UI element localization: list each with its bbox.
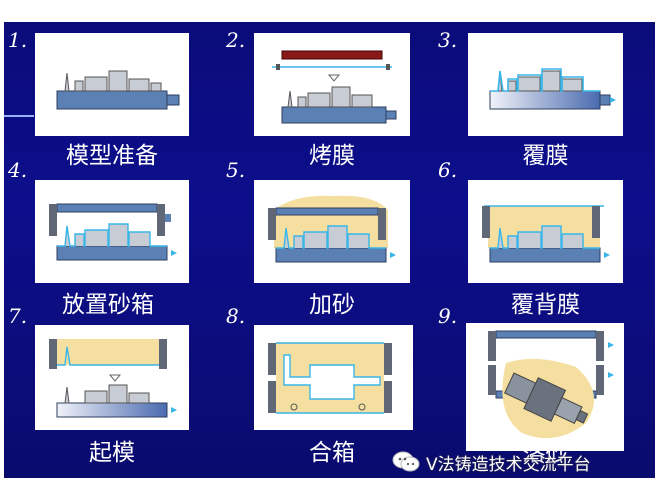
step-3-caption: 覆膜 — [522, 143, 569, 169]
process-slide: 1. 模型准备 2. 烤膜 — [4, 22, 655, 478]
step-5-number: 5. — [226, 158, 246, 182]
step-3-number: 3. — [438, 28, 458, 52]
back-film-diagram — [482, 205, 610, 263]
step-9-caption: 落砂 — [522, 440, 569, 466]
sand-fill-diagram — [268, 195, 396, 263]
step-4-number: 4. — [8, 158, 28, 182]
step-4-illustration — [35, 180, 189, 283]
pattern-strip-diagram — [49, 339, 177, 418]
step-8-number: 8. — [226, 304, 246, 328]
step-1-number: 1. — [8, 28, 28, 52]
step-6-number: 6. — [438, 158, 458, 182]
flask-placement-diagram — [49, 203, 177, 261]
watermark-text: V法铸造技术交流平台 — [426, 454, 591, 475]
step-4-caption: 放置砂箱 — [62, 292, 154, 318]
step-7-illustration — [35, 325, 189, 430]
step-7-number: 7. — [8, 304, 28, 328]
pattern-plate-diagram — [56, 70, 180, 110]
step-8-caption: 合箱 — [309, 440, 355, 466]
wechat-icon — [392, 451, 420, 472]
step-1-illustration — [35, 33, 189, 136]
watermark: V法铸造技术交流平台 — [392, 449, 591, 475]
heater-film-diagram — [272, 50, 397, 124]
step-3-illustration — [468, 33, 623, 136]
step-2-caption: 烤膜 — [309, 143, 355, 169]
step-2-number: 2. — [226, 28, 246, 52]
step-9-number: 9. — [438, 304, 458, 328]
step-7-caption: 起模 — [89, 440, 135, 466]
step-6-caption: 覆背膜 — [511, 292, 580, 318]
film-cover-diagram — [489, 68, 616, 110]
step-1-caption: 模型准备 — [66, 143, 158, 169]
divider-line — [4, 115, 34, 117]
step-5-illustration — [254, 180, 410, 283]
shakeout-diagram — [488, 330, 614, 439]
step-2-illustration — [254, 33, 410, 136]
mold-closing-diagram — [268, 342, 392, 414]
step-6-illustration — [468, 180, 623, 283]
step-8-illustration — [254, 325, 413, 430]
step-5-caption: 加砂 — [309, 292, 355, 318]
step-9-illustration — [466, 323, 624, 451]
